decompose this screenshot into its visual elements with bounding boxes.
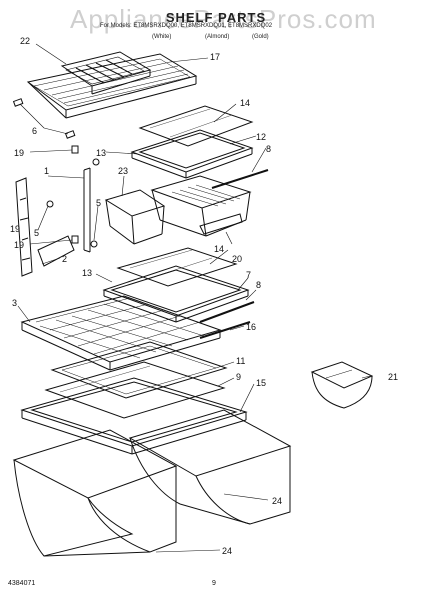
part-3-wire-shelf <box>20 295 222 371</box>
part-24-drawer-left <box>12 429 178 557</box>
part-9-crisper-glass <box>44 361 226 419</box>
color-gold: (Gold) <box>252 34 269 40</box>
part-24-drawer-right <box>128 409 292 525</box>
model-list: For Models: ET8MSRXDQ00, ET8MSRXDQ01, ET… <box>100 23 273 29</box>
part-21-bin <box>310 361 374 409</box>
callout-14-lower: 14 <box>214 244 224 254</box>
callout-8-upper: 8 <box>266 144 271 154</box>
part-5-screw-a <box>92 158 100 166</box>
part-5-screw-c <box>90 240 98 248</box>
part-16-trim <box>199 321 251 339</box>
part-8-trim-lower <box>199 301 255 323</box>
callout-5-right: 5 <box>96 198 101 208</box>
callout-14-upper: 14 <box>240 98 250 108</box>
part-17-top-wire-shelf <box>26 53 198 119</box>
callout-19-low: 19 <box>14 240 24 250</box>
part-8-trim-upper <box>211 169 269 189</box>
callout-8-lower: 8 <box>256 280 261 290</box>
callout-17: 17 <box>210 52 220 62</box>
callout-13-lower: 13 <box>82 268 92 278</box>
callout-20: 20 <box>232 254 242 264</box>
callout-22: 22 <box>20 36 30 46</box>
watermark: AppliancePartsPros.com <box>70 4 377 34</box>
part-6-supports <box>12 98 76 139</box>
callout-21: 21 <box>388 372 398 382</box>
callout-13-upper: 13 <box>96 148 106 158</box>
callout-5-left: 5 <box>34 228 39 238</box>
callout-23: 23 <box>118 166 128 176</box>
color-almond: (Almond) <box>205 34 230 40</box>
callout-15: 15 <box>256 378 266 388</box>
callout-19-mid: 19 <box>10 224 20 234</box>
part-22-tray <box>60 51 152 95</box>
part-19-left-rail <box>15 177 75 277</box>
callout-12: 12 <box>256 132 266 142</box>
page-number: 9 <box>212 580 216 587</box>
callout-11: 11 <box>236 356 245 366</box>
callout-24-right: 24 <box>272 496 282 506</box>
callout-19-top: 19 <box>14 148 24 158</box>
part-1-rail <box>83 167 91 253</box>
part-14-glass-shelf-upper <box>138 105 254 147</box>
callout-labels: 22 17 6 14 12 19 13 8 23 1 5 19 5 19 20 … <box>10 36 398 556</box>
callout-9: 9 <box>236 372 241 382</box>
part-23-bin <box>104 189 166 245</box>
callout-2: 2 <box>62 254 67 264</box>
callout-1: 1 <box>44 166 49 176</box>
document-number: 4384071 <box>8 580 36 587</box>
part-7-shelf-frame-lower <box>102 265 250 323</box>
color-white: (White) <box>152 34 172 40</box>
callout-6: 6 <box>32 126 37 136</box>
page-title: SHELF PARTS <box>165 10 267 25</box>
part-15-crisper-frame <box>20 377 248 455</box>
part-19-clip-b <box>71 235 79 244</box>
callout-7: 7 <box>246 270 251 280</box>
part-5-screw-b <box>46 200 54 208</box>
part-11-crisper-cover <box>50 341 228 399</box>
part-19-clip-a <box>71 145 79 154</box>
callout-3: 3 <box>12 298 17 308</box>
callout-16: 16 <box>246 322 256 332</box>
part-12-shelf-frame-upper <box>130 129 254 179</box>
callout-24-left: 24 <box>222 546 232 556</box>
part-20-drawer <box>150 175 252 237</box>
